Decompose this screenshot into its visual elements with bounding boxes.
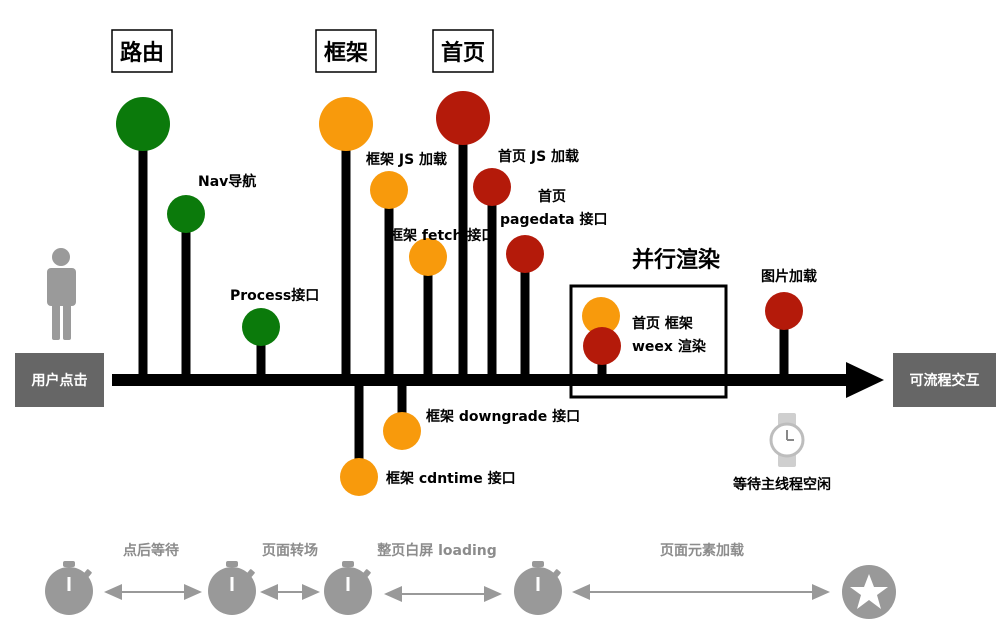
watch-icon — [769, 413, 805, 467]
label-framework-fetch: 框架 fetch 接口 — [389, 227, 495, 244]
milestone-nav: Nav导航 — [167, 173, 256, 380]
milestone-image-load: 图片加载 — [761, 268, 817, 380]
person-icon — [47, 248, 76, 340]
svg-text:weex 渲染: weex 渲染 — [632, 338, 707, 355]
svg-text:pagedata 接口: pagedata 接口 — [500, 211, 607, 228]
svg-text:Process接口: Process接口 — [230, 287, 319, 304]
milestone-framework-start — [319, 97, 373, 380]
milestone-framework-cdntime: 框架 cdntime 接口 — [340, 380, 516, 496]
svg-text:用户点击: 用户点击 — [32, 372, 88, 389]
label-idle: 等待主线程空闲 — [733, 476, 831, 493]
phase-label: 整页白屏 loading — [376, 542, 497, 559]
stopwatch-icon — [208, 561, 256, 615]
timeline-arrowhead — [846, 362, 884, 398]
milestone-framework-js: 框架 JS 加载 — [366, 151, 447, 380]
milestone-framework-downgrade: 框架 downgrade 接口 — [383, 380, 580, 450]
svg-text:图片加载: 图片加载 — [761, 268, 817, 285]
svg-text:Nav导航: Nav导航 — [198, 173, 256, 190]
stopwatch-icon — [45, 561, 93, 615]
svg-text:首页 框架: 首页 框架 — [632, 315, 693, 332]
milestone-framework-fetch — [409, 238, 447, 380]
svg-text:首页: 首页 — [441, 40, 485, 66]
star-icon — [842, 565, 896, 619]
svg-text:首页: 首页 — [538, 188, 566, 205]
svg-text:框架 JS 加载: 框架 JS 加载 — [366, 151, 447, 168]
parallel-render-box — [569, 284, 728, 399]
milestone-route-start — [116, 97, 170, 380]
milestone-homepage-js: 首页 JS 加载 — [473, 148, 579, 380]
stopwatch-icon — [324, 561, 372, 615]
phase-label: 页面元素加载 — [660, 542, 744, 559]
svg-text:框架 downgrade 接口: 框架 downgrade 接口 — [426, 408, 580, 425]
svg-text:首页 JS 加载: 首页 JS 加载 — [498, 148, 579, 165]
svg-text:框架: 框架 — [324, 40, 368, 66]
start-box: 用户点击 — [15, 353, 104, 407]
milestone-process: Process接口 — [230, 287, 319, 380]
svg-text:路由: 路由 — [120, 40, 164, 66]
parallel-render-title: 并行渲染 — [632, 247, 720, 273]
milestone-homepage-start — [436, 91, 490, 380]
end-box: 可流程交互 — [893, 353, 996, 407]
svg-text:可流程交互: 可流程交互 — [910, 372, 980, 389]
milestone-parallel-render: 首页 框架 weex 渲染 — [582, 297, 707, 380]
stopwatch-icon — [514, 561, 562, 615]
header-route: 路由 — [111, 29, 173, 73]
header-homepage: 首页 — [432, 29, 494, 73]
phase-label: 页面转场 — [262, 542, 318, 559]
svg-text:框架 cdntime 接口: 框架 cdntime 接口 — [386, 470, 516, 487]
phase-label: 点后等待 — [123, 542, 179, 559]
header-framework: 框架 — [315, 29, 377, 73]
milestone-homepage-pagedata: 首页 pagedata 接口 — [500, 188, 607, 380]
